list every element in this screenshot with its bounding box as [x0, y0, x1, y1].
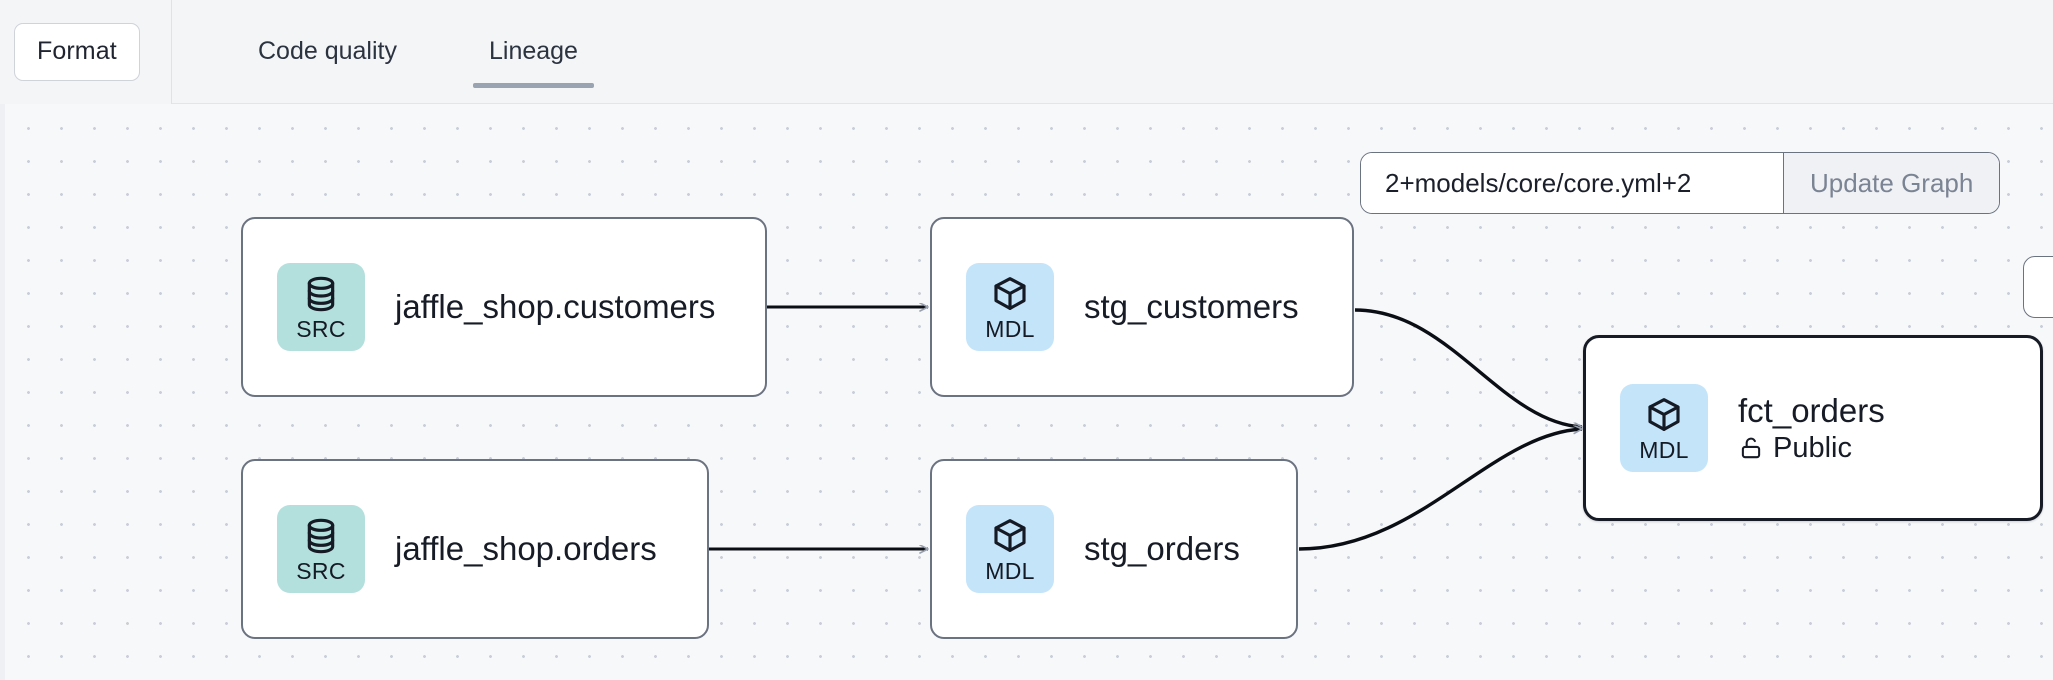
- node-title: jaffle_shop.orders: [395, 529, 657, 567]
- graph-selector-input[interactable]: [1361, 153, 1783, 213]
- lineage-node-stg-orders[interactable]: MDL stg_orders: [930, 459, 1298, 639]
- format-toolbar-section: Format: [0, 0, 172, 104]
- node-badge-src: SRC: [277, 505, 365, 593]
- graph-controls: Update Graph: [1360, 152, 2001, 214]
- database-icon: [307, 276, 335, 311]
- tab-code-quality[interactable]: Code quality: [230, 0, 425, 104]
- node-body: jaffle_shop.orders: [395, 529, 657, 568]
- lineage-node-fct-orders[interactable]: MDL fct_orders Public: [1583, 335, 2043, 521]
- unlock-icon: [1741, 438, 1761, 459]
- database-icon: [307, 518, 335, 553]
- node-badge-mdl: MDL: [966, 505, 1054, 593]
- tab-lineage[interactable]: Lineage: [461, 0, 606, 104]
- edge-stg-customers-to-fct-orders: [1354, 308, 1582, 427]
- canvas-left-rail: [0, 104, 5, 680]
- tab-lineage-underline: [472, 82, 594, 88]
- node-badge-src: SRC: [277, 263, 365, 351]
- node-visibility: Public: [1738, 431, 1885, 464]
- node-badge-mdl: MDL: [1620, 384, 1708, 472]
- lineage-node-stg-customers[interactable]: MDL stg_customers: [930, 217, 1354, 397]
- node-body: jaffle_shop.customers: [395, 287, 716, 326]
- node-badge-mdl-label: MDL: [985, 315, 1035, 342]
- node-badge-mdl-label: MDL: [1639, 436, 1689, 463]
- cube-icon: [1648, 397, 1680, 431]
- node-badge-src-label: SRC: [296, 315, 346, 342]
- node-title: jaffle_shop.customers: [395, 287, 716, 325]
- node-visibility-label: Public: [1773, 431, 1852, 464]
- node-body: fct_orders Public: [1738, 392, 1885, 464]
- node-body: stg_orders: [1084, 529, 1240, 568]
- node-title: stg_customers: [1084, 287, 1299, 325]
- cube-icon: [994, 276, 1026, 310]
- cube-icon: [994, 518, 1026, 552]
- tab-code-quality-label: Code quality: [258, 37, 397, 65]
- node-title: fct_orders: [1738, 392, 1885, 430]
- editor-toolbar: Format Code quality Lineage: [0, 0, 2053, 104]
- lineage-node-jaffle-shop-customers[interactable]: SRC jaffle_shop.customers: [241, 217, 767, 397]
- edge-stg-orders-to-fct-orders: [1298, 429, 1582, 551]
- node-badge-mdl-label: MDL: [985, 557, 1035, 584]
- node-title: stg_orders: [1084, 529, 1240, 567]
- node-badge-mdl: MDL: [966, 263, 1054, 351]
- node-body: stg_customers: [1084, 287, 1299, 326]
- lineage-canvas[interactable]: SRC jaffle_shop.customers SRC jaffle_sho…: [0, 104, 2053, 680]
- tab-code-quality-underline: [242, 83, 413, 88]
- lineage-node-jaffle-shop-orders[interactable]: SRC jaffle_shop.orders: [241, 459, 709, 639]
- graph-controls-overflow[interactable]: [2023, 256, 2053, 318]
- tab-bar: Code quality Lineage: [172, 0, 606, 104]
- tab-lineage-label: Lineage: [488, 37, 578, 65]
- update-graph-button[interactable]: Update Graph: [1783, 153, 2000, 213]
- node-badge-src-label: SRC: [296, 557, 346, 584]
- format-button[interactable]: Format: [14, 22, 140, 81]
